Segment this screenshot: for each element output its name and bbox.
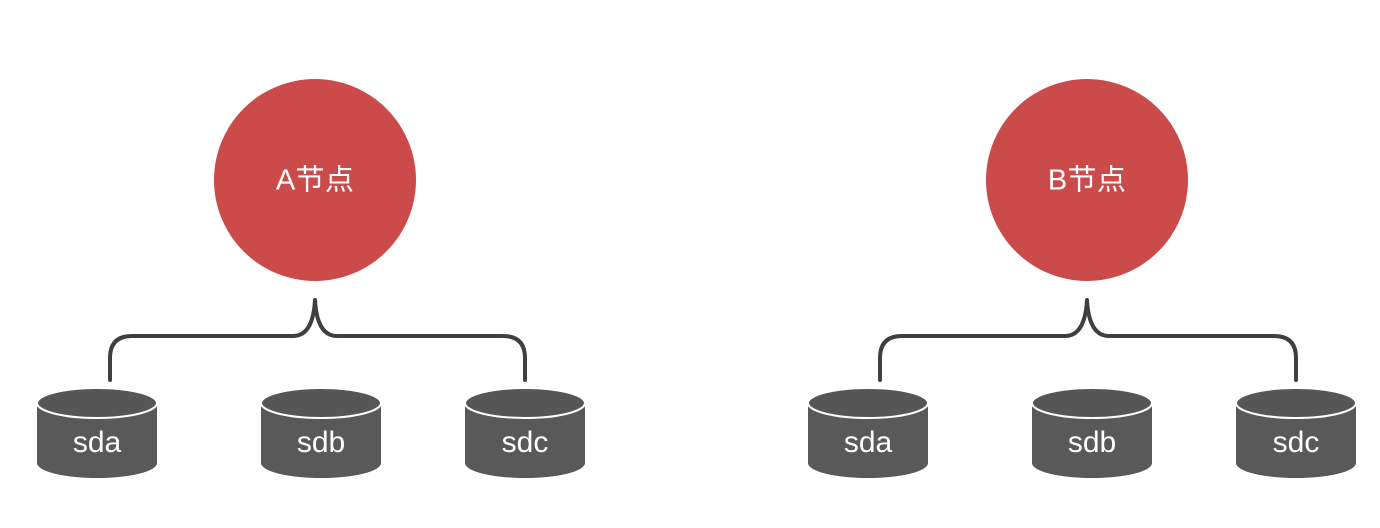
brace-a <box>108 298 527 382</box>
disk-b-sdb-body[interactable] <box>1032 403 1152 478</box>
disk-b-sdb-top <box>1031 387 1153 419</box>
brace-b-path <box>878 298 1298 382</box>
disk-a-sdc-top <box>464 387 586 419</box>
disk-b-sda-label: sda <box>844 426 893 459</box>
disk-b-sda-top <box>807 387 929 419</box>
node-b-label: B节点 <box>1048 164 1126 197</box>
disk-b-sdc-top <box>1235 387 1357 419</box>
node-b[interactable]: B节点 <box>986 79 1188 281</box>
node-a-circle[interactable] <box>214 79 416 281</box>
disk-b-sda-body[interactable] <box>808 403 928 478</box>
node-a-label: A节点 <box>276 164 354 197</box>
disk-a-sdc[interactable]: sdc <box>464 387 586 478</box>
node-group-a: A节点 sda sdb sdc <box>36 79 586 478</box>
disk-a-sda[interactable]: sda <box>36 387 158 478</box>
disk-a-sdc-label: sdc <box>502 426 549 459</box>
disk-b-sdc-body[interactable] <box>1236 403 1356 478</box>
disk-a-sda-top <box>36 387 158 419</box>
node-b-circle[interactable] <box>986 79 1188 281</box>
disk-a-sdc-body[interactable] <box>465 403 585 478</box>
disk-b-sdc[interactable]: sdc <box>1235 387 1357 478</box>
node-group-b: B节点 sda sdb sdc <box>807 79 1357 478</box>
brace-b <box>878 298 1298 382</box>
brace-a-path <box>108 298 527 382</box>
disk-b-sda[interactable]: sda <box>807 387 929 478</box>
disk-b-sdb-label: sdb <box>1068 426 1116 459</box>
disk-a-sdb-top <box>260 387 382 419</box>
disk-a-sda-label: sda <box>73 426 122 459</box>
disk-b-sdc-label: sdc <box>1273 426 1320 459</box>
disk-a-sdb[interactable]: sdb <box>260 387 382 478</box>
disk-a-sdb-label: sdb <box>297 426 345 459</box>
disk-a-sdb-body[interactable] <box>261 403 381 478</box>
disk-a-sda-body[interactable] <box>37 403 157 478</box>
disk-b-sdb[interactable]: sdb <box>1031 387 1153 478</box>
node-a[interactable]: A节点 <box>214 79 416 281</box>
